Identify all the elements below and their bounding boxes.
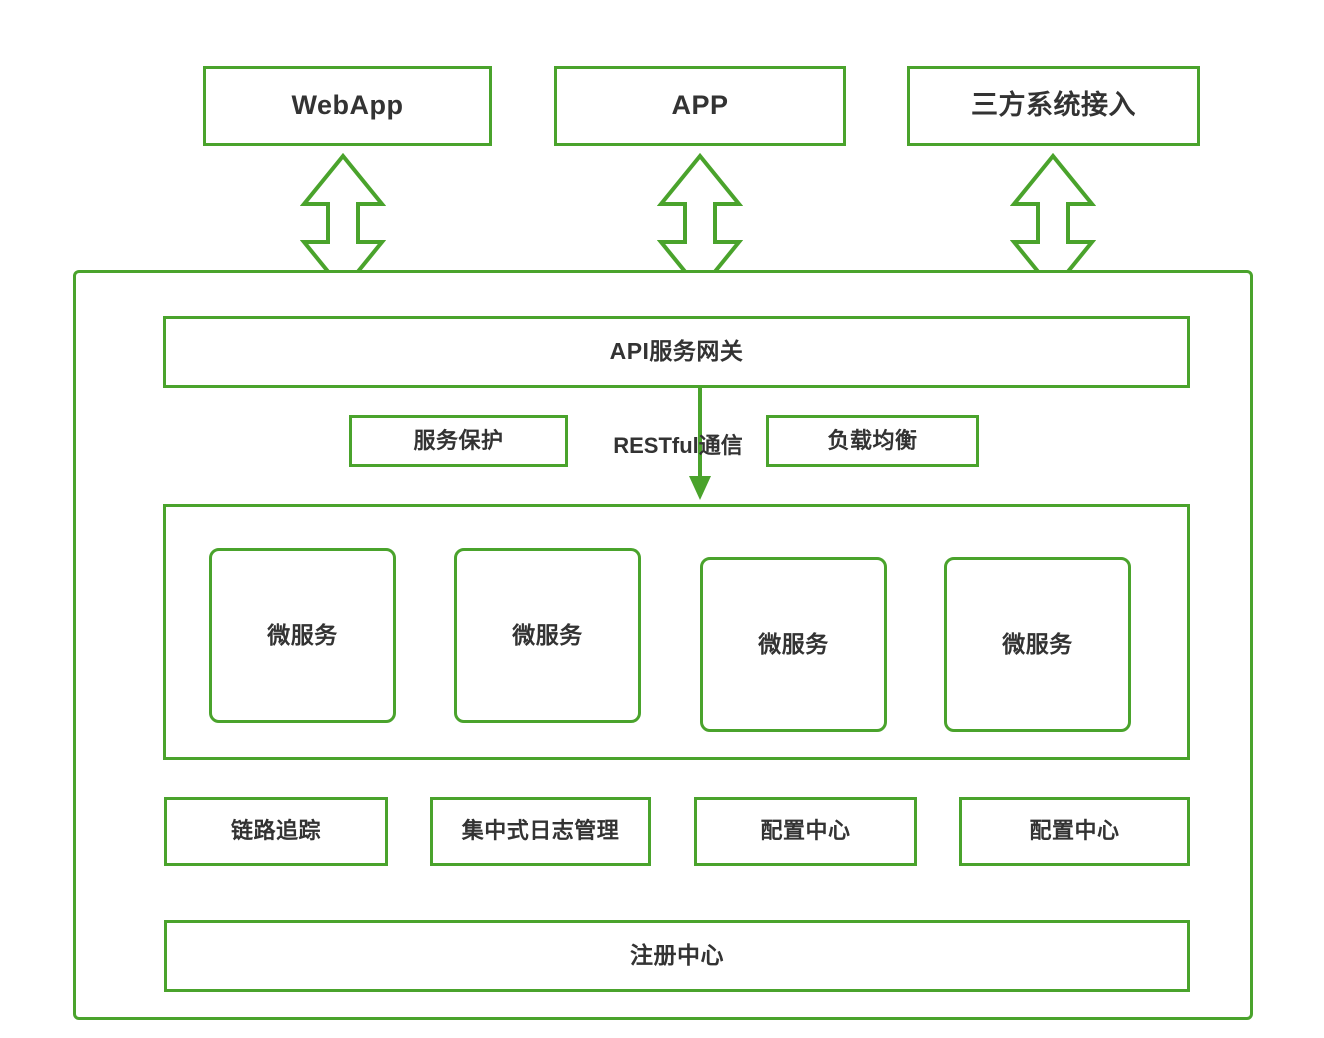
client-box-third-party[interactable]: 三方系统接入 [907, 66, 1200, 146]
infra-box-config-2[interactable]: 配置中心 [959, 797, 1190, 866]
microservice-label: 微服务 [1002, 630, 1073, 657]
service-protection-box[interactable]: 服务保护 [349, 415, 568, 467]
api-gateway-label: API服务网关 [609, 338, 744, 365]
microservice-box[interactable]: 微服务 [944, 557, 1131, 732]
client-box-app[interactable]: APP [554, 66, 846, 146]
microservice-box[interactable]: 微服务 [700, 557, 887, 732]
api-gateway-box[interactable]: API服务网关 [163, 316, 1190, 388]
infra-label: 配置中心 [760, 818, 851, 844]
client-label: 三方系统接入 [971, 90, 1136, 121]
registry-center-label: 注册中心 [630, 942, 724, 969]
microservice-label: 微服务 [512, 621, 583, 648]
microservice-box[interactable]: 微服务 [209, 548, 396, 723]
service-protection-label: 服务保护 [413, 427, 504, 453]
microservice-label: 微服务 [758, 630, 829, 657]
infra-label: 集中式日志管理 [461, 818, 620, 844]
restful-communication-label: RESTful通信 [613, 433, 743, 458]
registry-center-box[interactable]: 注册中心 [164, 920, 1190, 992]
infra-box-config-1[interactable]: 配置中心 [694, 797, 917, 866]
client-label: WebApp [291, 90, 404, 121]
client-label: APP [671, 90, 729, 121]
microservice-label: 微服务 [267, 621, 338, 648]
infra-label: 链路追踪 [230, 818, 321, 844]
microservice-box[interactable]: 微服务 [454, 548, 641, 723]
load-balance-label: 负载均衡 [827, 427, 918, 453]
infra-label: 配置中心 [1029, 818, 1120, 844]
infra-box-trace[interactable]: 链路追踪 [164, 797, 388, 866]
client-box-webapp[interactable]: WebApp [203, 66, 492, 146]
infra-box-logging[interactable]: 集中式日志管理 [430, 797, 651, 866]
load-balance-box[interactable]: 负载均衡 [766, 415, 979, 467]
